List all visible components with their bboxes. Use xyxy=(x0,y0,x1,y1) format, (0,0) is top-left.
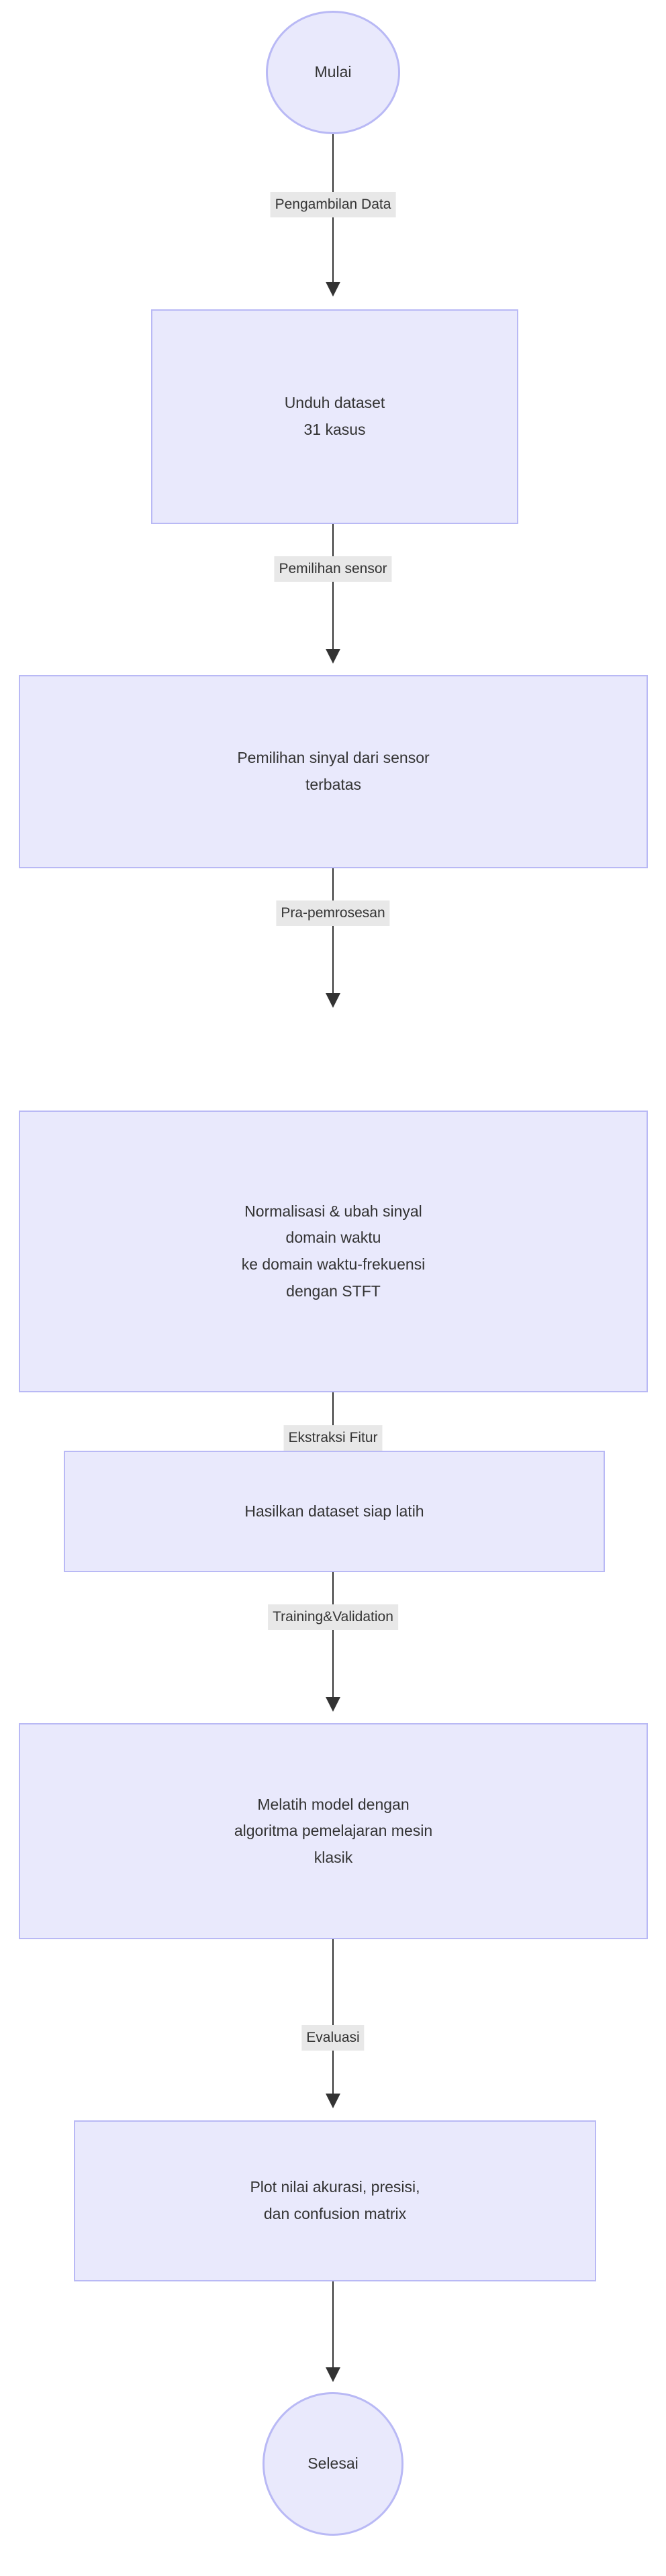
node-melatih-model-label: Melatih model dengan algoritma pemelajar… xyxy=(234,1795,433,1866)
edge-label-evaluasi: Evaluasi xyxy=(301,2025,365,2051)
node-unduh-dataset[interactable]: Unduh dataset 31 kasus xyxy=(151,309,518,524)
edge-label-pengambilan-data: Pengambilan Data xyxy=(270,192,396,218)
edge-train-to-evaluate-line xyxy=(332,1939,334,2095)
edge-label-training-validation: Training&Validation xyxy=(268,1604,398,1631)
edge-select-to-preprocess-arrowhead xyxy=(326,993,340,1008)
node-hasilkan-dataset-label: Hasilkan dataset siap latih xyxy=(244,1502,424,1520)
edge-label-ekstraksi-fitur: Ekstraksi Fitur xyxy=(283,1425,383,1451)
edge-label-pemilihan-sensor: Pemilihan sensor xyxy=(274,556,392,582)
edge-select-to-preprocess-line xyxy=(332,868,334,994)
edge-dataset-to-train-line xyxy=(332,1572,334,1698)
node-start-mulai[interactable]: Mulai xyxy=(266,11,400,134)
edge-label-pra-pemrosesan: Pra-pemrosesan xyxy=(276,900,390,927)
edge-train-to-evaluate-arrowhead xyxy=(326,2094,340,2108)
edge-download-to-select-line xyxy=(332,524,334,650)
node-end-selesai-label: Selesai xyxy=(307,2455,359,2473)
node-unduh-dataset-label: Unduh dataset 31 kasus xyxy=(284,394,385,438)
node-pemilihan-sinyal-label: Pemilihan sinyal dari sensor terbatas xyxy=(237,749,430,793)
edge-download-to-select-arrowhead xyxy=(326,649,340,664)
node-plot-evaluasi[interactable]: Plot nilai akurasi, presisi, dan confusi… xyxy=(74,2120,596,2281)
edge-dataset-to-train-arrowhead xyxy=(326,1697,340,1712)
node-plot-evaluasi-label: Plot nilai akurasi, presisi, dan confusi… xyxy=(250,2178,420,2222)
node-normalisasi-stft[interactable]: Normalisasi & ubah sinyal domain waktu k… xyxy=(19,1111,648,1392)
node-pemilihan-sinyal[interactable]: Pemilihan sinyal dari sensor terbatas xyxy=(19,675,648,868)
edge-evaluate-to-end-line xyxy=(332,2281,334,2369)
node-normalisasi-stft-label: Normalisasi & ubah sinyal domain waktu k… xyxy=(241,1202,426,1300)
edge-evaluate-to-end-arrowhead xyxy=(326,2367,340,2382)
node-hasilkan-dataset[interactable]: Hasilkan dataset siap latih xyxy=(64,1451,605,1572)
node-end-selesai[interactable]: Selesai xyxy=(263,2392,403,2536)
node-start-mulai-label: Mulai xyxy=(314,63,352,81)
node-melatih-model[interactable]: Melatih model dengan algoritma pemelajar… xyxy=(19,1723,648,1939)
edge-start-to-download-arrowhead xyxy=(326,282,340,297)
